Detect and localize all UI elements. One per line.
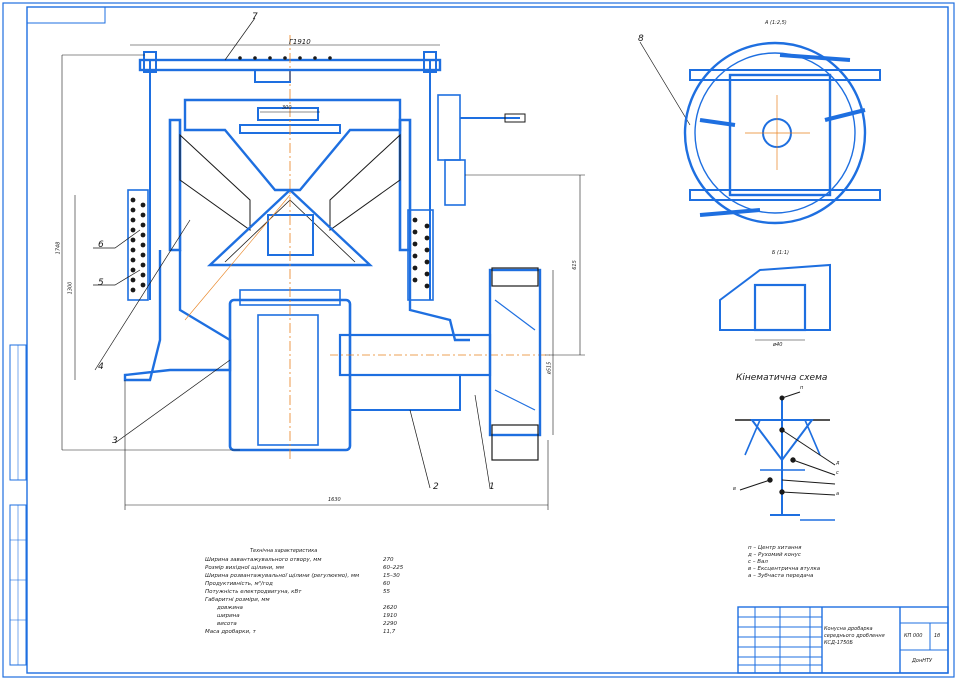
view-a [683, 41, 881, 225]
kinematic-scheme [735, 391, 836, 521]
callout-6: 6 [98, 240, 104, 250]
view-a-title: А (1:2,5) [765, 20, 787, 26]
kinematic-title: Кінематична схема [736, 373, 828, 383]
crusher-section [123, 35, 550, 461]
dim-1748: 1748 [55, 241, 62, 255]
callout-leaders [93, 17, 691, 489]
spec-row: Ширина розвантажувальної щілини (регулює… [205, 573, 400, 579]
view-b [719, 263, 831, 341]
dim-300: 300 [282, 105, 292, 111]
kin-letter-v: в [733, 486, 736, 492]
view-b-dim: ø40 [773, 342, 783, 348]
title-block-name: Конусна дробарка середнього дроблення КС… [824, 626, 885, 646]
legend-row: а – Зубчаста передача [748, 573, 814, 579]
kinematic-legend: п – Центр хитання д – Рухомий конус с – … [748, 545, 858, 585]
kin-letter-s: с [836, 470, 839, 476]
callout-8: 8 [638, 34, 644, 44]
spec-row: Габаритні розміри, мм [205, 597, 270, 603]
dim-615: 615 [571, 260, 578, 270]
kin-letter-d: д [836, 460, 840, 466]
callout-5: 5 [98, 278, 104, 288]
dim-515: ø515 [546, 361, 553, 375]
dimension-lines [61, 44, 585, 510]
title-block [737, 606, 949, 674]
callout-4: 4 [98, 362, 104, 372]
callout-3: 3 [112, 436, 118, 446]
top-dimension-label: Г1910 [289, 38, 311, 46]
inner-frame [26, 6, 949, 674]
legend-row: д – Рухомий конус [748, 552, 801, 558]
spec-table: Технічна характеристика Ширина завантажу… [205, 548, 415, 640]
legend-row: п – Центр хитання [748, 545, 802, 551]
title-block-sheet: 1б [934, 633, 941, 639]
callout-7: 7 [252, 12, 258, 22]
title-block-code: КП 000 [904, 633, 923, 639]
callout-2: 2 [433, 482, 439, 492]
dim-1300: 1300 [67, 281, 74, 295]
spring-coils [130, 56, 430, 293]
title-block-org: ДонНТУ [912, 658, 933, 664]
view-b-title: Б (1:1) [772, 250, 789, 256]
callout-1: 1 [489, 482, 495, 492]
top-left-stamp [26, 6, 106, 24]
spec-title: Технічна характеристика [250, 548, 318, 554]
legend-row: в – Ексцентрична втулка [748, 566, 821, 572]
kin-letter-p: п [800, 385, 804, 391]
dim-1630: 1630 [328, 497, 341, 503]
legend-row: с – Вал [748, 559, 768, 565]
kin-letter-a: а [836, 491, 840, 497]
